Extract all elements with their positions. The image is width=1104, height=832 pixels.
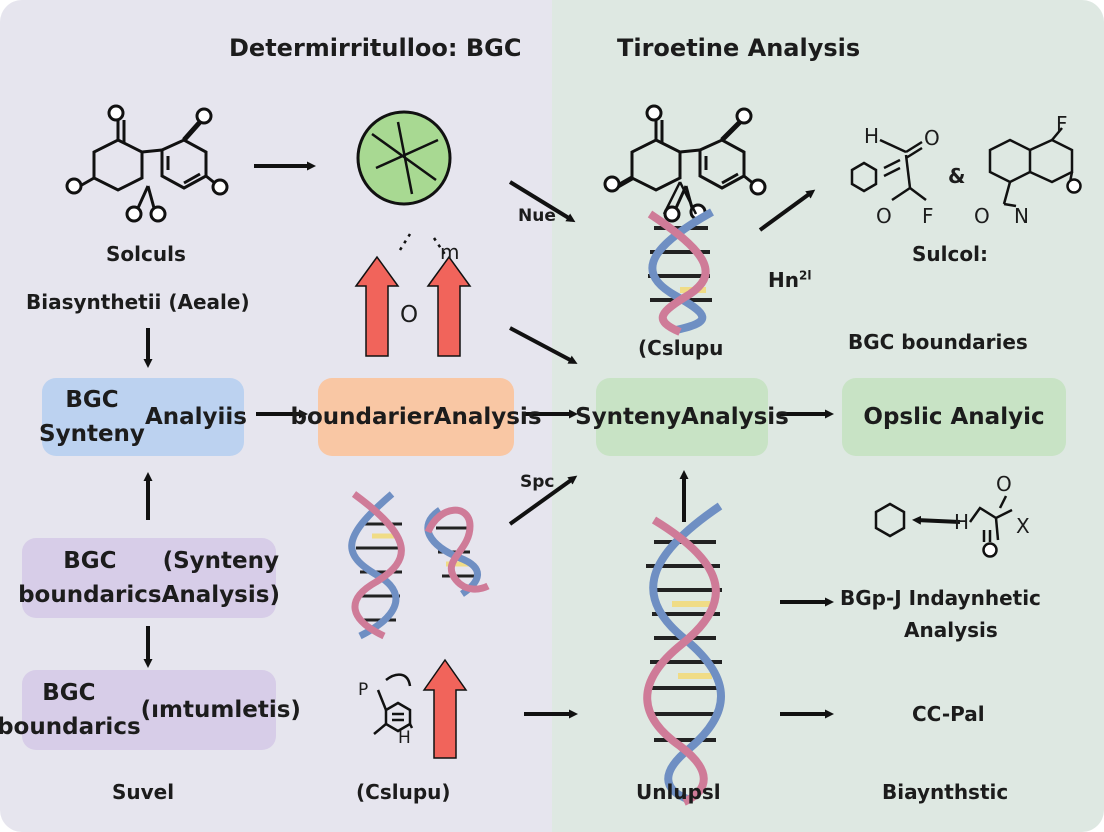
unlupsl-label: Unlupsl	[636, 780, 721, 804]
box-line: Analysis	[433, 404, 542, 430]
solculs-label: Solculs	[106, 242, 186, 266]
molecule-icon	[65, 104, 229, 223]
bgc-boundarics-imumletis-box[interactable]: BGC boundarics (ımtumletis)	[0, 670, 301, 750]
spc-label: Spc	[520, 472, 555, 492]
molecule-icon	[603, 104, 767, 223]
molecule-icon	[373, 673, 414, 735]
atom-f: F	[922, 204, 934, 228]
bgp-indaynhetic-line2: Analysis	[904, 618, 998, 642]
box-line: BGC Synteny	[39, 387, 145, 447]
left-title: Determirritulloo: BGC	[229, 34, 522, 62]
atom-o: O	[996, 472, 1012, 496]
atom-h: H	[954, 510, 970, 534]
nue-label: Nue	[518, 206, 556, 226]
atom-p: P	[358, 680, 369, 700]
box-line: BGC boundarics	[18, 548, 162, 608]
box-line: (Synteny Analysis)	[161, 548, 280, 608]
biaynthstic-label: Biaynthstic	[882, 780, 1009, 804]
molecule-icon	[850, 127, 1082, 208]
atom-o: O	[876, 204, 892, 228]
m-mark: m	[440, 240, 460, 264]
o-mark: O	[400, 302, 419, 328]
box-line: (ımtumletis)	[140, 697, 301, 723]
dna-helix-icon	[348, 491, 490, 640]
biasynthetii-label: Biasynthetii (Aeale)	[26, 290, 250, 314]
bgc-synteny-analysis-box[interactable]: BGC Synteny Analyiis	[39, 378, 247, 456]
atom-h: H	[398, 728, 411, 748]
boundarier-analysis-box[interactable]: boundarier Analysis	[291, 378, 542, 456]
box-line: boundarier	[290, 404, 434, 430]
atom-o: O	[924, 126, 940, 150]
atom-h: H	[864, 124, 880, 148]
bgc-boundaries-label: BGC boundaries	[848, 330, 1028, 354]
hn-superscript: 2l	[798, 268, 812, 283]
box-line: Analyiis	[144, 404, 247, 430]
cslupu-bottom-label: (Cslupu)	[356, 780, 451, 804]
ccpal-label: CC-Pal	[912, 702, 985, 726]
ampersand-label: &	[948, 164, 966, 188]
atom-o: O	[974, 204, 990, 228]
box-line: Opslic Analyic	[863, 404, 1045, 430]
dna-helix-icon	[647, 181, 714, 336]
hn-text: Hn	[768, 268, 799, 292]
right-title: Tiroetine Analysis	[617, 34, 861, 62]
red-up-arrow-icon	[354, 255, 472, 759]
suvel-label: Suvel	[112, 780, 175, 804]
sulcol-label: Sulcol:	[912, 242, 988, 266]
atom-x: X	[1016, 514, 1030, 538]
molecule-icon	[874, 495, 1013, 558]
hn-label: Hn2l	[768, 268, 811, 292]
box-line: Analysis	[681, 404, 789, 430]
synteny-analysis-box[interactable]: Synteny Analysis	[575, 378, 789, 456]
bgp-indaynhetic-line1: BGp-J Indaynhetic	[840, 586, 1041, 610]
atom-n: N	[1014, 204, 1029, 228]
box-line: BGC boundarics	[0, 680, 141, 740]
crossed-circle-icon	[356, 110, 452, 206]
dna-helix-icon	[643, 502, 725, 806]
bgc-boundarics-synteny-box[interactable]: BGC boundarics (Synteny Analysis)	[18, 538, 280, 618]
atom-f: F	[1056, 112, 1068, 136]
opslic-analyic-box[interactable]: Opslic Analyic	[842, 378, 1066, 456]
box-line: Synteny	[575, 404, 682, 430]
flow-arrow-icon	[143, 161, 961, 719]
cslupu-top-label: (Cslupu	[638, 336, 724, 360]
